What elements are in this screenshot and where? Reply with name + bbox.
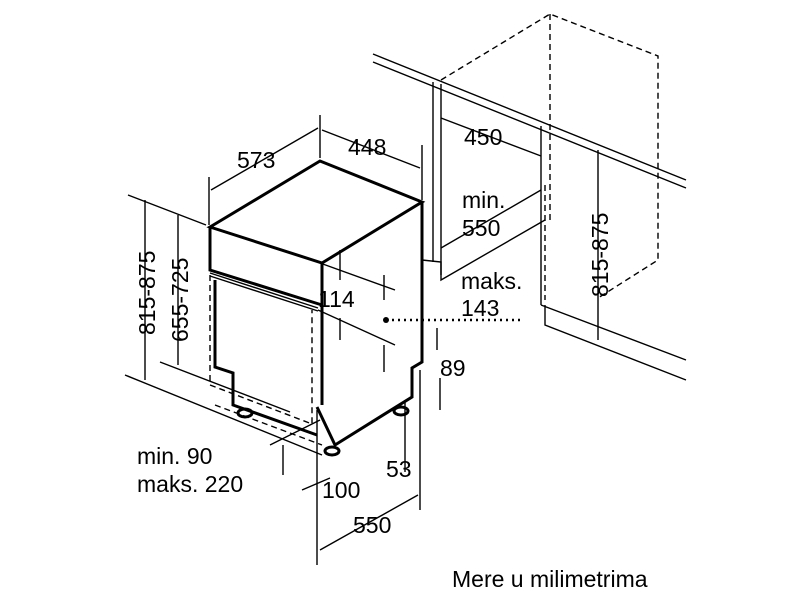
foot-icon [323, 445, 341, 457]
cabinet-niche [372, 13, 687, 381]
niche-depth-min-label: min. [462, 187, 505, 213]
foot-icon [236, 407, 254, 419]
plinth-recess-label: 89 [440, 355, 466, 381]
dishwasher-body [206, 159, 524, 457]
panel-height-label: 114 [318, 286, 355, 312]
panel-max-label: maks. [461, 268, 522, 294]
niche-height-label: 815-875 [587, 213, 613, 297]
plinth-min-label: min. 90 [137, 443, 212, 469]
units-caption: Mere u milimetrima [452, 566, 648, 592]
niche-depth-value: 550 [462, 215, 500, 241]
plinth-max-label: maks. 220 [137, 471, 243, 497]
foot-offset-label: 100 [322, 477, 360, 503]
cabinet-depth-label: 550 [353, 512, 391, 538]
dimension-lines [124, 115, 599, 565]
body-height-label: 655-725 [167, 258, 193, 342]
niche-width-label: 450 [464, 124, 502, 150]
total-height-label: 815-875 [134, 251, 160, 335]
foot-icon [392, 405, 410, 417]
width-label: 448 [348, 134, 386, 160]
panel-max-value: 143 [461, 295, 499, 321]
depth-label: 573 [237, 147, 275, 173]
rear-offset-label: 53 [386, 456, 412, 482]
